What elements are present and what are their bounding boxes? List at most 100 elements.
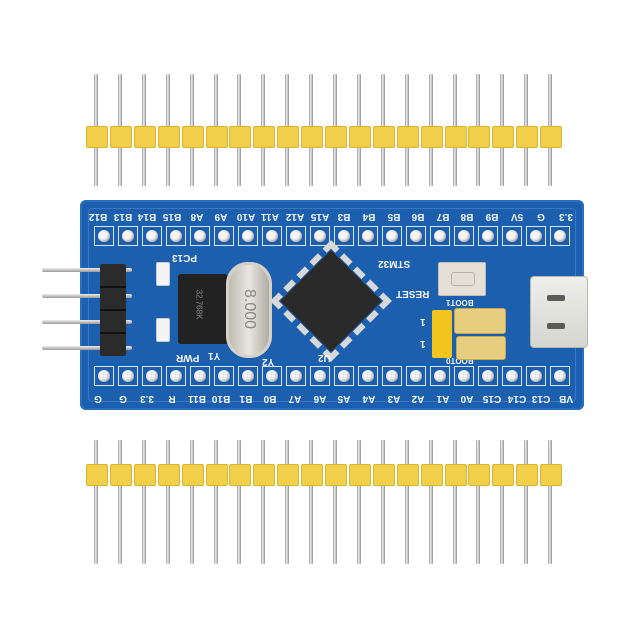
through-hole-pad xyxy=(430,366,450,386)
pin-label: A1 xyxy=(436,393,450,404)
pin-label: B11 xyxy=(187,393,206,404)
through-hole-pad xyxy=(118,366,138,386)
pin-label: B4 xyxy=(362,211,376,222)
pin-label: G xyxy=(537,211,546,222)
jumper-mark-1: 1 xyxy=(420,316,426,327)
pin-label: R xyxy=(168,393,176,404)
through-hole-pad xyxy=(214,366,234,386)
through-hole-pad xyxy=(190,366,210,386)
y2-label: Y2 xyxy=(262,356,275,367)
through-hole-pad xyxy=(526,226,546,246)
through-hole-pad xyxy=(238,366,258,386)
through-hole-pad xyxy=(118,226,138,246)
pin-label: A8 xyxy=(190,211,203,222)
header-pin xyxy=(325,70,347,190)
through-hole-pad xyxy=(526,366,546,386)
through-hole-pad xyxy=(334,226,354,246)
through-hole-pad xyxy=(142,366,162,386)
header-pin xyxy=(420,440,443,570)
pin-label: VB xyxy=(558,393,573,404)
reset-button[interactable] xyxy=(438,262,486,296)
swd-header-housing xyxy=(100,264,126,356)
pin-label: A3 xyxy=(387,393,400,404)
header-pin xyxy=(157,70,180,190)
bottom-row-pads xyxy=(94,366,570,386)
header-pin xyxy=(109,440,132,570)
boot1-jumper[interactable] xyxy=(454,308,506,334)
header-pin xyxy=(372,440,395,570)
through-hole-pad xyxy=(286,226,306,246)
pin-label: A7 xyxy=(288,393,302,404)
top-pin-header xyxy=(86,70,564,190)
header-pin xyxy=(444,70,467,190)
pin-label: C15 xyxy=(482,393,502,404)
through-hole-pad xyxy=(94,366,114,386)
header-pin xyxy=(229,440,252,570)
stm32-label: STM32 xyxy=(378,258,411,269)
pin-label: B0 xyxy=(263,393,277,404)
pin-label: 3.3 xyxy=(140,393,155,404)
header-pin xyxy=(133,440,156,570)
header-pin xyxy=(516,440,539,570)
through-hole-pad xyxy=(166,226,186,246)
through-hole-pad xyxy=(454,366,474,386)
header-pin xyxy=(516,70,539,190)
pin-label: A9 xyxy=(214,211,228,222)
header-pin xyxy=(229,70,252,190)
pin-label: B9 xyxy=(485,211,499,222)
boot0-jumper[interactable] xyxy=(456,336,506,360)
through-hole-pad xyxy=(334,366,354,386)
u2-label: U2 xyxy=(318,352,331,363)
pin-label: 3.3 xyxy=(558,211,573,222)
header-pin xyxy=(109,70,132,190)
boot-pin-block xyxy=(432,310,452,358)
main-crystal: 8.000 xyxy=(226,262,272,358)
through-hole-pad xyxy=(502,366,522,386)
through-hole-pad xyxy=(358,226,378,246)
through-hole-pad xyxy=(550,226,570,246)
pin-label: B8 xyxy=(460,211,474,222)
pin-label: A0 xyxy=(460,393,474,404)
pin-label: B14 xyxy=(138,211,157,222)
header-pin xyxy=(420,70,443,190)
through-hole-pad xyxy=(358,366,378,386)
header-pin xyxy=(86,440,108,570)
through-hole-pad xyxy=(310,226,330,246)
through-hole-pad xyxy=(382,226,402,246)
through-hole-pad xyxy=(478,226,498,246)
header-pin xyxy=(205,440,228,570)
header-pin xyxy=(396,440,419,570)
pin-label: A4 xyxy=(362,393,376,404)
header-pin xyxy=(468,70,491,190)
through-hole-pad xyxy=(166,366,186,386)
header-pin xyxy=(444,440,467,570)
through-hole-pad xyxy=(142,226,162,246)
power-led xyxy=(156,318,170,342)
micro-usb-port[interactable] xyxy=(530,276,588,348)
header-pin xyxy=(133,70,156,190)
pin-label: B6 xyxy=(411,211,425,222)
header-pin xyxy=(540,70,563,190)
through-hole-pad xyxy=(550,366,570,386)
top-row-pads xyxy=(94,226,570,246)
header-pin xyxy=(348,70,371,190)
through-hole-pad xyxy=(310,366,330,386)
header-pin xyxy=(325,440,347,570)
header-pin xyxy=(253,70,276,190)
pin-label: A5 xyxy=(337,393,351,404)
swd-pins xyxy=(42,268,142,352)
through-hole-pad xyxy=(406,366,426,386)
y1-label: Y1 xyxy=(208,350,221,361)
header-pin xyxy=(301,440,324,570)
pc13-led xyxy=(156,262,170,286)
pwr-label: PWR xyxy=(176,352,200,363)
header-pin xyxy=(277,440,300,570)
through-hole-pad xyxy=(286,366,306,386)
pin-label: A11 xyxy=(261,211,280,222)
through-hole-pad xyxy=(262,366,282,386)
header-pin xyxy=(540,440,563,570)
header-pin xyxy=(181,70,204,190)
